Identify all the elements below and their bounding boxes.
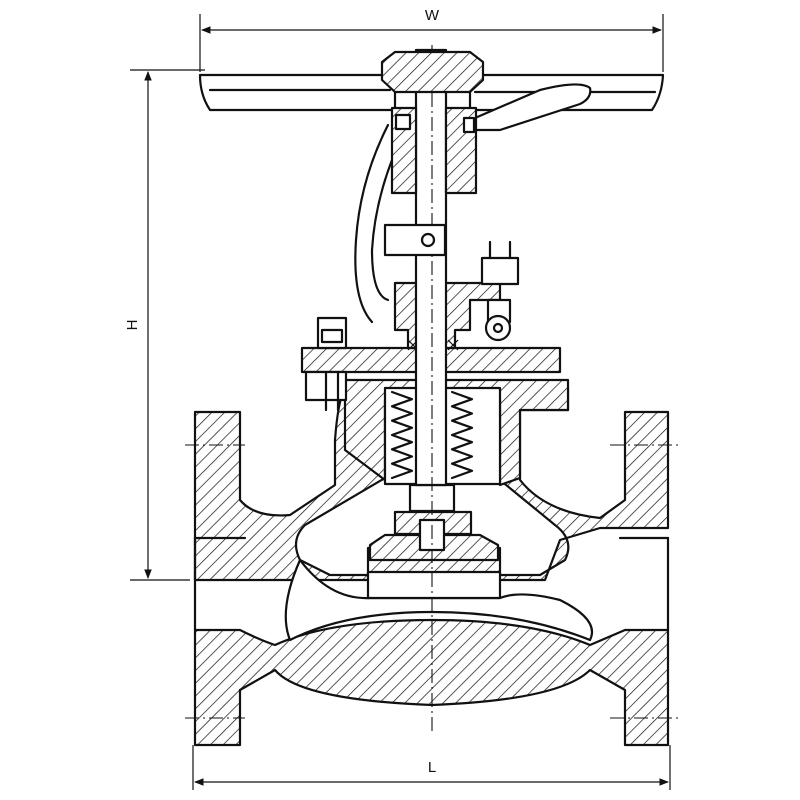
handwheel-hub — [380, 50, 485, 195]
width-label: W — [425, 7, 440, 24]
bellows-convolution — [450, 390, 474, 480]
gland-bolt-right — [480, 240, 520, 342]
dimension-h: H — [124, 69, 205, 581]
stem-lock — [383, 223, 447, 257]
dimension-l: L — [192, 745, 671, 790]
bellows-left — [390, 390, 414, 480]
lock-wire — [354, 123, 398, 324]
bellows-right — [450, 390, 474, 480]
valve-stem — [414, 45, 448, 735]
yoke — [393, 281, 502, 351]
handwheel — [198, 73, 665, 132]
bellows-convolution — [390, 390, 414, 480]
height-label: H — [124, 320, 141, 331]
bonnet-bolt-left — [304, 316, 348, 412]
flange-bolt-lines — [185, 444, 680, 719]
length-label: L — [428, 759, 436, 776]
dimension-w: W — [199, 7, 664, 72]
valve-disc — [368, 483, 500, 562]
